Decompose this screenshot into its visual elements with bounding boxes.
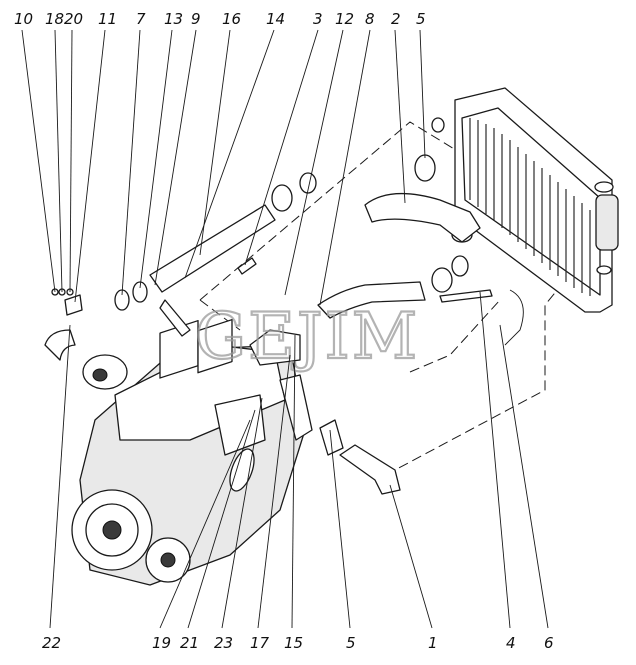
- callout-label: 18: [45, 10, 64, 28]
- callouts-top: 10 18 20 11 7 13 9 16 14 3 12 8 2 5: [14, 10, 426, 28]
- sleeve-13: [132, 281, 148, 303]
- callout-label: 4: [506, 634, 516, 652]
- callout-label: 20: [64, 10, 83, 28]
- upper-hose: [364, 192, 481, 243]
- elbow-sleeve: [319, 419, 344, 456]
- small-elbow-hose: [44, 329, 76, 361]
- callout-label: 8: [365, 10, 375, 28]
- callout-label: 22: [42, 634, 61, 652]
- callout-label: 13: [164, 10, 183, 28]
- engine: [71, 318, 313, 586]
- lower-hose: [317, 281, 426, 319]
- callout-label: 15: [284, 634, 303, 652]
- callout-label: 1: [428, 634, 438, 652]
- leader-lines-top: [21, 29, 426, 306]
- callout-label: 14: [266, 10, 285, 28]
- radiator: [431, 87, 619, 313]
- callout-label: 11: [98, 10, 117, 28]
- drain-rod: [439, 289, 493, 303]
- callout-label: 5: [416, 10, 426, 28]
- callout-label: 21: [180, 634, 199, 652]
- lower-hose-clamp: [431, 267, 453, 293]
- callout-label: 3: [313, 10, 323, 28]
- callout-label: 2: [391, 10, 401, 28]
- upper-pipe: [149, 204, 276, 293]
- callouts-bottom: 22 19 21 23 17 15 5 1 4 6: [42, 634, 554, 652]
- bracket-11: [64, 294, 83, 316]
- callout-label: 19: [152, 634, 171, 652]
- pipe-sleeve-end: [299, 172, 317, 194]
- assembly-dashed-outline: [199, 121, 601, 471]
- leader-lines-bottom: [49, 291, 549, 629]
- radiator-core-fins: [469, 118, 591, 296]
- callout-label: 12: [335, 10, 354, 28]
- watermark: GEJIM: [195, 300, 419, 374]
- lower-elbow-hose: [339, 444, 401, 495]
- callout-label: 17: [250, 634, 270, 652]
- callout-label: 7: [136, 10, 146, 28]
- bracket-3: [237, 257, 257, 275]
- bracket-rod: [504, 289, 524, 346]
- lower-hose-end: [451, 255, 469, 277]
- callout-label: 6: [544, 634, 554, 652]
- pipe-sleeve: [271, 184, 293, 212]
- bracket-9: [159, 299, 191, 337]
- callout-label: 9: [191, 10, 201, 28]
- callout-label: 16: [222, 10, 241, 28]
- callout-label: 10: [14, 10, 33, 28]
- callout-label: 5: [346, 634, 356, 652]
- callout-label: 23: [214, 634, 233, 652]
- hose-clamp: [414, 154, 436, 182]
